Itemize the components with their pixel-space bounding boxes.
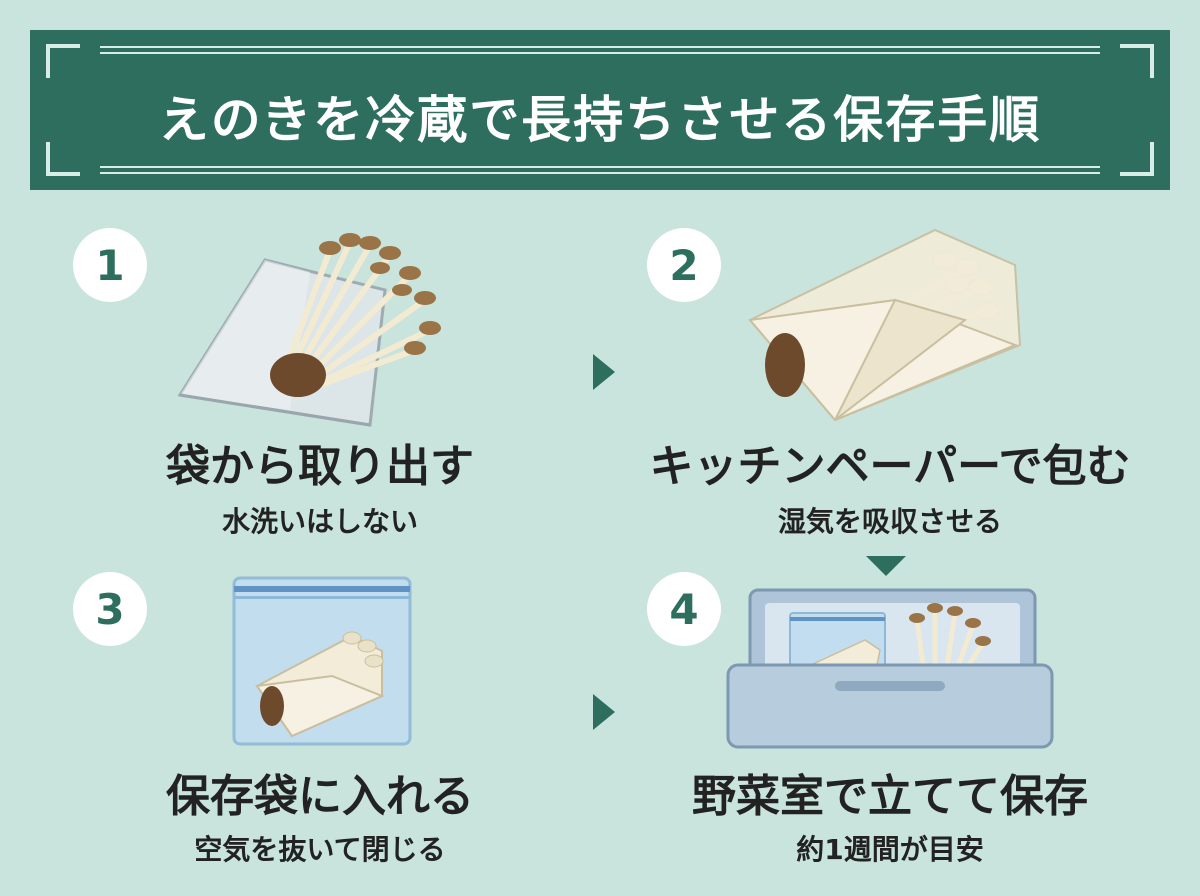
banner-corner (46, 44, 80, 78)
step-2-title: キッチンペーパーで包む (649, 441, 1131, 492)
step-2-subtitle: 湿気を吸収させる (777, 505, 1002, 538)
step-2-badge: 2 (647, 228, 721, 302)
step-3-title: 保存袋に入れる (166, 771, 474, 822)
enoki-bag-icon (177, 233, 441, 427)
title-banner: えのきを冷蔵で長持ちさせる保存手順 (30, 30, 1170, 190)
arrow-right-icon (593, 354, 615, 390)
banner-corner (1120, 44, 1154, 78)
page-title: えのきを冷蔵で長持ちさせる保存手順 (158, 91, 1042, 149)
banner-rule (100, 52, 1100, 54)
zip-bag-icon (232, 576, 412, 746)
banner-corner (1120, 142, 1154, 176)
banner-rule (100, 172, 1100, 174)
step-1-subtitle: 水洗いはしない (221, 505, 418, 538)
banner-corner (46, 142, 80, 176)
step-3-subtitle: 空気を抜いて閉じる (194, 833, 446, 866)
arrow-right-icon (593, 694, 615, 730)
vegetable-drawer-icon (726, 588, 1054, 749)
banner-rule (100, 46, 1100, 48)
step-4-title: 野菜室で立てて保存 (692, 771, 1088, 822)
arrow-down-icon (866, 556, 906, 576)
paper-wrap-icon (748, 228, 1022, 422)
step-4-badge: 4 (647, 572, 721, 646)
step-1-title: 袋から取り出す (166, 441, 474, 492)
step-1-badge: 1 (73, 228, 147, 302)
step-3-badge: 3 (73, 572, 147, 646)
banner-rule (100, 166, 1100, 168)
step-4-subtitle: 約1週間が目安 (796, 833, 984, 866)
